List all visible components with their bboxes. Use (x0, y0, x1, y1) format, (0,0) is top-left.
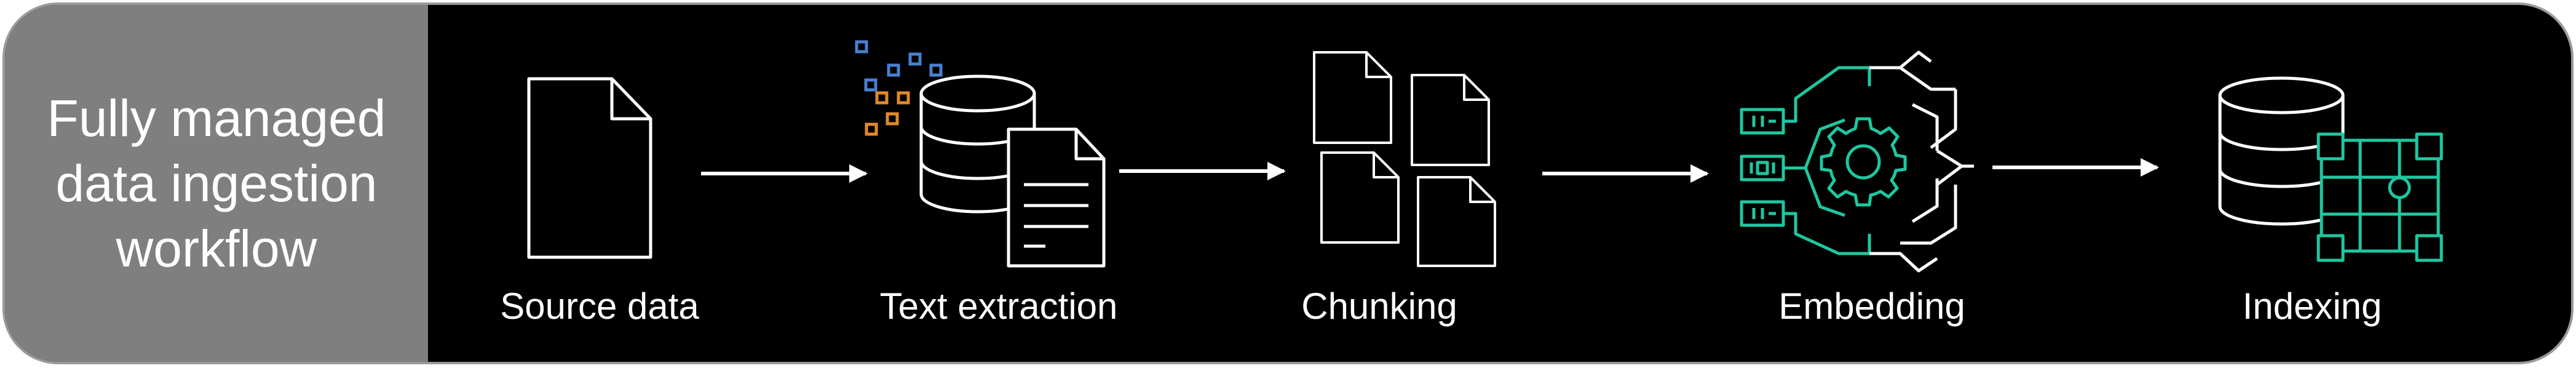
stage-label-text-extraction: Text extraction (879, 286, 1118, 327)
stage-label-chunking: Chunking (1301, 286, 1457, 327)
stage-label-embedding: Embedding (1778, 286, 1965, 327)
workflow-title: Fully managed data ingestion workflow (47, 89, 386, 278)
stage-label-indexing: Indexing (2242, 286, 2382, 327)
title-panel: Fully managed data ingestion workflow (5, 5, 428, 362)
stage-label-source-data: Source data (500, 286, 699, 327)
workflow-banner: Fully managed data ingestion workflow So… (2, 2, 2574, 364)
